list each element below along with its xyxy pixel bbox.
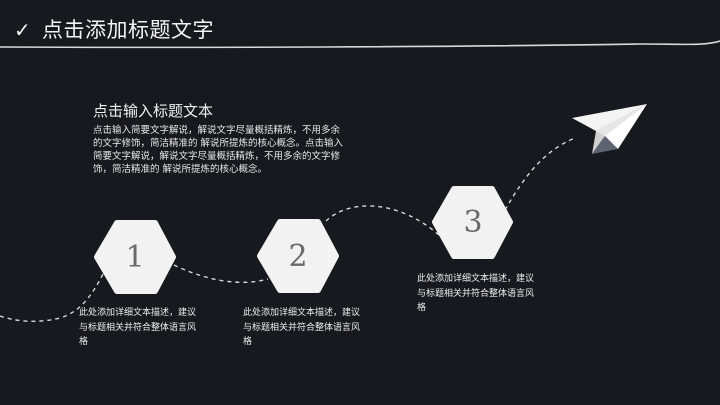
step-text-2: 此处添加详细文本描述，建议与标题相关并符合整体语言风格 xyxy=(243,308,361,347)
header-underline xyxy=(0,40,720,49)
intro-title: 点击输入标题文本 xyxy=(93,102,214,120)
hexagon-2 xyxy=(257,219,339,293)
step-number-3: 3 xyxy=(463,205,483,240)
step-number-2: 2 xyxy=(288,239,308,274)
paper-plane-icon xyxy=(572,104,647,154)
step-text-3: 此处添加详细文本描述，建议与标题相关并符合整体语言风格 xyxy=(417,274,535,313)
intro-body: 点击输入简要文字解说，解说文字尽量概括精炼，不用多余的文字修饰，简洁精准的 解说… xyxy=(93,125,344,175)
step-number-1: 1 xyxy=(125,240,145,275)
hexagon-1 xyxy=(94,220,176,294)
dashed-path xyxy=(0,137,576,323)
page-title: 点击添加标题文字 xyxy=(42,18,214,42)
hexagon-3 xyxy=(432,186,513,259)
check-icon: ✓ xyxy=(14,18,31,42)
step-text-1: 此处添加详细文本描述，建议与标题相关并符合整体语言风格 xyxy=(79,308,197,347)
